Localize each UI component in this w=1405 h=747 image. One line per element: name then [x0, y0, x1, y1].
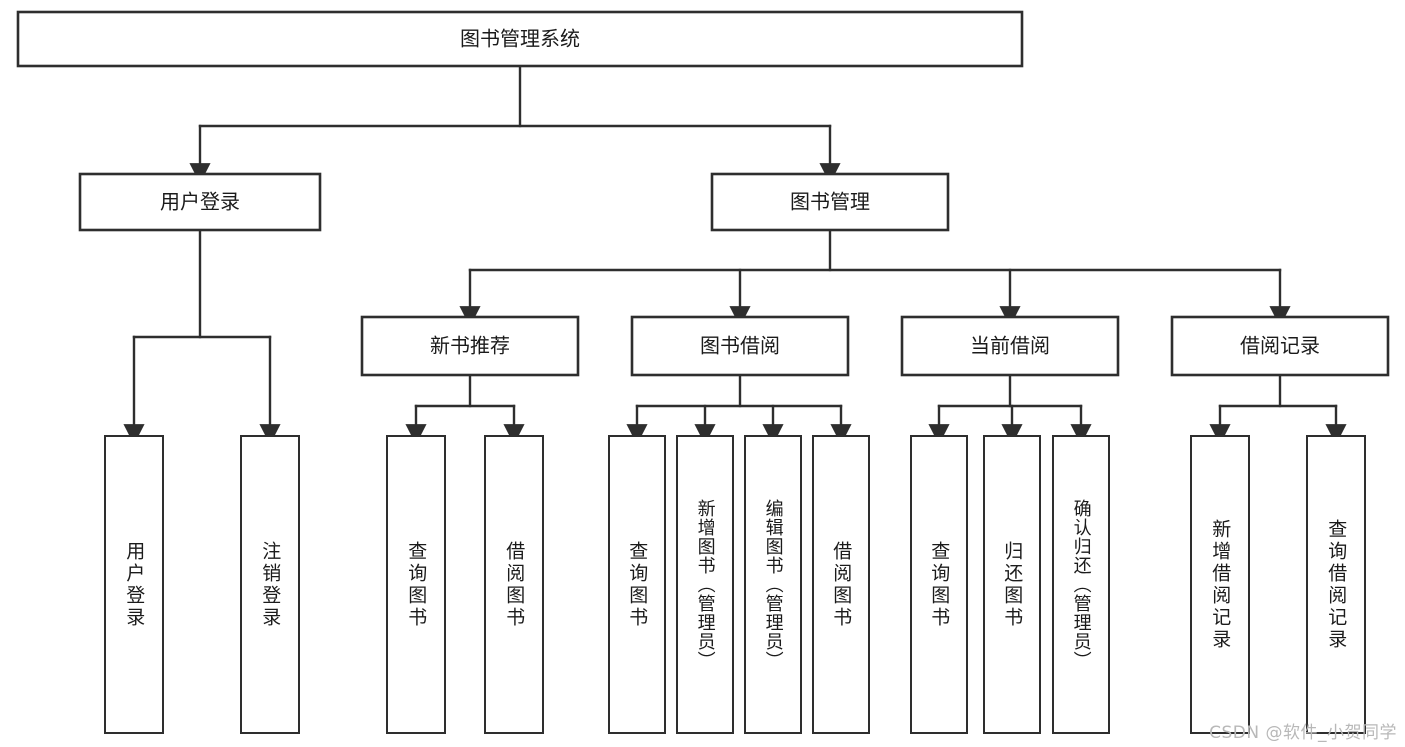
node-leaf-borrow-book-rec[interactable]: 借阅图书	[484, 435, 544, 734]
node-leaf-borrow-book-bor-label: 借阅图书	[830, 540, 853, 629]
node-new-book-recommend-rect	[360, 315, 580, 377]
node-leaf-edit-book-label: 编辑图书（管理员）	[762, 499, 784, 670]
node-borrow-record-label: 借阅记录	[1240, 334, 1320, 358]
csdn-watermark: CSDN @软件_小贺同学	[1209, 723, 1397, 743]
node-root[interactable]: 图书管理系统	[16, 10, 1024, 68]
node-user-login[interactable]: 用户登录	[78, 172, 322, 232]
node-root-rect	[16, 10, 1024, 68]
node-leaf-query-record-label: 查询借阅记录	[1325, 518, 1348, 651]
node-current-borrow-rect	[900, 315, 1120, 377]
connector-group-current-borrow	[928, 373, 1092, 445]
connector-group-user-login	[123, 228, 281, 445]
node-leaf-query-book-bor-label: 查询图书	[626, 540, 649, 629]
node-leaf-confirm-return[interactable]: 确认归还（管理员）	[1052, 435, 1110, 734]
node-leaf-confirm-return-label: 确认归还（管理员）	[1070, 499, 1092, 670]
node-current-borrow[interactable]: 当前借阅	[900, 315, 1120, 377]
node-leaf-borrow-book-bor[interactable]: 借阅图书	[812, 435, 870, 734]
node-leaf-user-login-label: 用户登录	[123, 540, 146, 629]
node-book-borrow-rect	[630, 315, 850, 377]
node-book-borrow-label: 图书借阅	[700, 334, 780, 358]
node-new-book-recommend-label: 新书推荐	[430, 334, 510, 358]
node-book-borrow[interactable]: 图书借阅	[630, 315, 850, 377]
connector-group-root	[189, 64, 841, 184]
connector-group-new-book-recommend	[405, 373, 525, 445]
node-leaf-return-book[interactable]: 归还图书	[983, 435, 1041, 734]
node-user-login-label: 用户登录	[160, 190, 240, 214]
node-leaf-borrow-book-rec-label: 借阅图书	[503, 540, 526, 629]
connector-group-book-borrow	[626, 373, 852, 445]
node-leaf-query-book-rec[interactable]: 查询图书	[386, 435, 446, 734]
node-current-borrow-label: 当前借阅	[970, 334, 1050, 358]
node-leaf-add-record-label: 新增借阅记录	[1209, 518, 1232, 651]
connector-group-borrow-record	[1209, 373, 1347, 445]
node-borrow-record-rect	[1170, 315, 1390, 377]
node-leaf-add-book[interactable]: 新增图书（管理员）	[676, 435, 734, 734]
node-leaf-user-logout-label: 注销登录	[259, 540, 282, 629]
node-leaf-edit-book[interactable]: 编辑图书（管理员）	[744, 435, 802, 734]
node-root-label: 图书管理系统	[460, 27, 580, 51]
node-leaf-return-book-label: 归还图书	[1001, 540, 1024, 629]
node-book-manage[interactable]: 图书管理	[710, 172, 950, 232]
node-user-login-rect	[78, 172, 322, 232]
node-leaf-query-book-bor[interactable]: 查询图书	[608, 435, 666, 734]
node-borrow-record[interactable]: 借阅记录	[1170, 315, 1390, 377]
node-leaf-user-login[interactable]: 用户登录	[104, 435, 164, 734]
node-leaf-add-record[interactable]: 新增借阅记录	[1190, 435, 1250, 734]
node-leaf-query-book-rec-label: 查询图书	[405, 540, 428, 629]
node-book-manage-rect	[710, 172, 950, 232]
node-leaf-add-book-label: 新增图书（管理员）	[694, 499, 716, 670]
node-leaf-user-logout[interactable]: 注销登录	[240, 435, 300, 734]
node-new-book-recommend[interactable]: 新书推荐	[360, 315, 580, 377]
node-leaf-query-book-cur[interactable]: 查询图书	[910, 435, 968, 734]
node-book-manage-label: 图书管理	[790, 190, 870, 214]
node-leaf-query-record[interactable]: 查询借阅记录	[1306, 435, 1366, 734]
connector-group-book-manage	[459, 228, 1291, 327]
node-leaf-query-book-cur-label: 查询图书	[928, 540, 951, 629]
